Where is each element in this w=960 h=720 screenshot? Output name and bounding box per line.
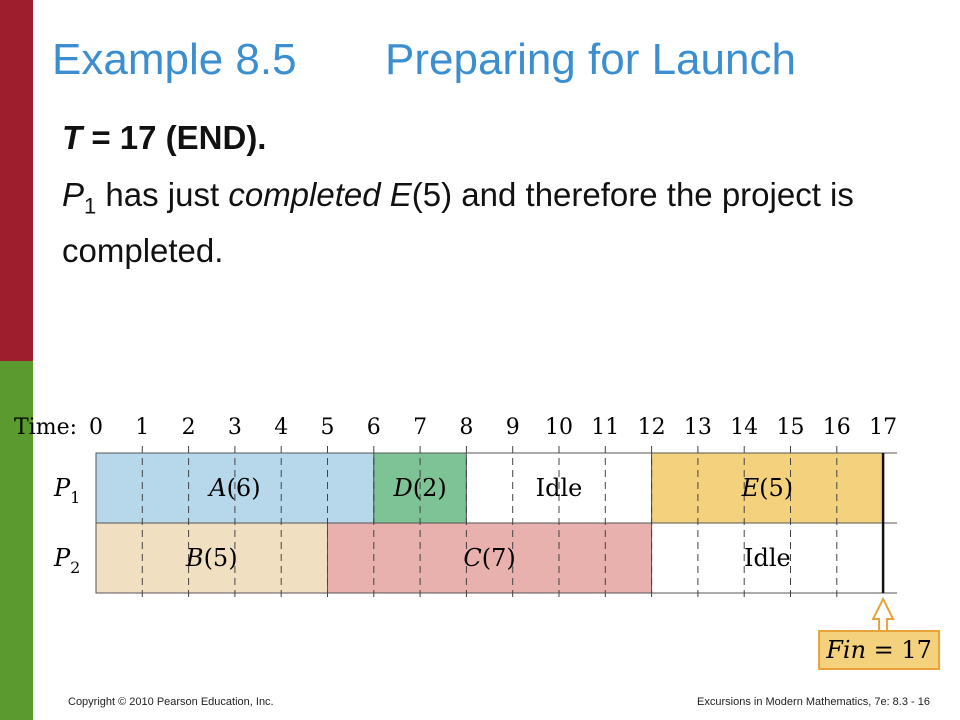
time-tick-label: 3 xyxy=(228,415,242,440)
time-tick-label: 13 xyxy=(684,415,712,440)
title-example-name: Preparing for Launch xyxy=(385,35,796,84)
task-label: Idle xyxy=(536,474,583,502)
finish-word: Fin xyxy=(825,636,866,664)
task-block xyxy=(95,522,328,594)
task-label: E(5) xyxy=(741,474,794,502)
processor-number: 2 xyxy=(70,558,80,577)
task-label: C(7) xyxy=(463,544,515,572)
time-tick-label: 6 xyxy=(367,415,381,440)
time-tick-label: 16 xyxy=(823,415,851,440)
task-letter: A xyxy=(207,474,226,502)
processor-row-label: P2 xyxy=(53,544,80,577)
task-label: D(2) xyxy=(392,474,446,502)
task-symbol: E xyxy=(389,176,412,213)
task-label: A(6) xyxy=(207,474,260,502)
time-tick-label: 0 xyxy=(89,415,103,440)
time-tick-label: 5 xyxy=(321,415,335,440)
slide-title: Example 8.5 Preparing for Launch xyxy=(52,34,796,86)
left-accent-bar-red xyxy=(0,0,33,361)
time-tick-label: 14 xyxy=(730,415,758,440)
task-letter: B xyxy=(185,544,204,572)
time-tick-label: 8 xyxy=(459,415,473,440)
time-tick-label: 9 xyxy=(506,415,520,440)
processor-symbol: P xyxy=(62,176,85,213)
title-example-number: Example 8.5 xyxy=(52,35,297,84)
time-tick-label: 17 xyxy=(869,415,897,440)
task-letter: E xyxy=(741,474,760,502)
time-tick-label: 7 xyxy=(413,415,427,440)
task-duration: (7) xyxy=(482,544,516,572)
processor-row-label: P1 xyxy=(53,474,80,507)
task-block xyxy=(651,522,884,594)
task-duration: (5) xyxy=(204,544,238,572)
page-reference-footer: Excursions in Modern Mathematics, 7e: 8.… xyxy=(697,696,930,708)
task-label: B(5) xyxy=(185,544,238,572)
finish-arrow xyxy=(871,596,895,632)
task-label: Idle xyxy=(744,544,791,572)
para-text-a: has just xyxy=(96,176,229,213)
time-tick-label: 15 xyxy=(777,415,805,440)
status-line-text: = 17 (END). xyxy=(82,119,267,156)
processor-subscript: 1 xyxy=(84,193,97,219)
time-tick-label: 2 xyxy=(182,415,196,440)
time-tick-label: 1 xyxy=(135,415,149,440)
task-letter: D xyxy=(392,474,412,502)
explanation-paragraph: P1 has just completed E(5) and therefore… xyxy=(62,173,922,273)
time-variable: T xyxy=(62,119,83,156)
task-duration: (6) xyxy=(227,474,261,502)
task-block xyxy=(327,522,653,594)
left-accent-bar-green xyxy=(0,361,33,720)
time-tick-label: 11 xyxy=(591,415,619,440)
para-text-c: (5) and therefore the project is complet… xyxy=(62,176,854,269)
processor-number: 1 xyxy=(70,488,80,507)
time-tick-label: 10 xyxy=(545,415,573,440)
time-tick-label: 12 xyxy=(638,415,666,440)
finish-label: Fin = 17 xyxy=(825,636,932,664)
status-line: T = 17 (END). xyxy=(62,118,266,158)
para-completed: completed xyxy=(228,176,381,213)
task-letter: C xyxy=(463,544,481,572)
para-text-b xyxy=(381,176,390,213)
task-letter: Idle xyxy=(744,544,791,572)
processor-letter: P xyxy=(53,544,71,572)
copyright-footer: Copyright © 2010 Pearson Education, Inc. xyxy=(68,696,274,708)
task-letter: Idle xyxy=(536,474,583,502)
task-duration: (2) xyxy=(413,474,447,502)
finish-value: = 17 xyxy=(866,636,932,664)
processor-letter: P xyxy=(53,474,71,502)
task-duration: (5) xyxy=(759,474,793,502)
finish-box xyxy=(818,630,941,670)
time-axis-label: Time: xyxy=(14,415,77,440)
time-tick-label: 4 xyxy=(274,415,288,440)
